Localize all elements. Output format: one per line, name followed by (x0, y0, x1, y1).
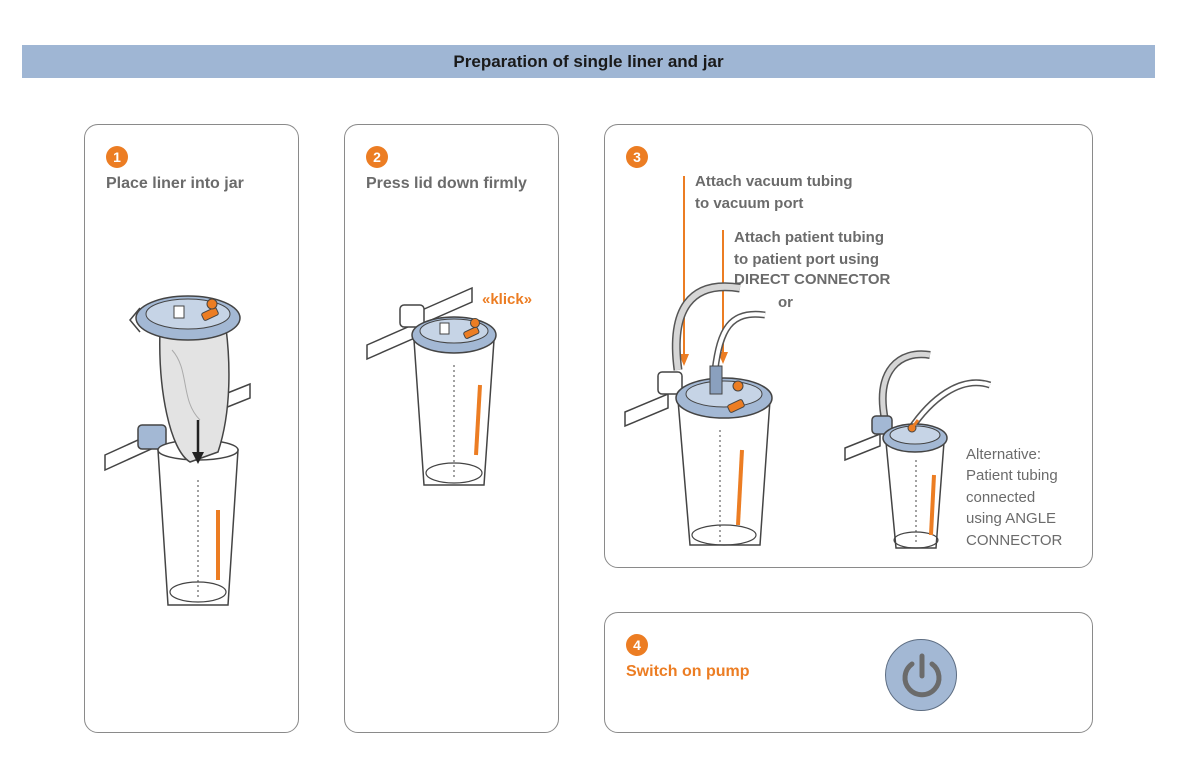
step-3-number: 3 (626, 146, 648, 168)
title-banner: Preparation of single liner and jar (22, 45, 1155, 78)
or-label: or (778, 294, 793, 311)
alternative-line-4: CONNECTOR (966, 532, 1063, 549)
vacuum-note-line-1: Attach vacuum tubing (695, 173, 853, 190)
patient-note-line-2: to patient port using (734, 251, 879, 268)
jar-with-lid-illustration (366, 286, 497, 486)
jar-with-liner-illustration (104, 295, 251, 606)
power-icon (902, 653, 942, 698)
alternative-line-1: Patient tubing (966, 467, 1058, 484)
patient-note-line-1: Attach patient tubing (734, 229, 884, 246)
alternative-heading: Alternative: (966, 446, 1042, 463)
page-title: Preparation of single liner and jar (453, 51, 724, 71)
alternative-line-3: using ANGLE (966, 510, 1057, 527)
direct-connector-illustration (624, 176, 773, 546)
angle-connector-illustration (844, 350, 992, 549)
power-button[interactable] (885, 639, 957, 711)
patient-note-line-3: DIRECT CONNECTOR (734, 271, 891, 288)
klick-callout: «klick» (482, 291, 533, 308)
step-2-number: 2 (366, 146, 388, 168)
step-2-title: Press lid down firmly (366, 175, 527, 192)
step-1-number: 1 (106, 146, 128, 168)
vacuum-note-line-2: to vacuum port (695, 195, 804, 212)
step-4-panel (604, 612, 1093, 733)
step-4-title: Switch on pump (626, 663, 750, 680)
step-1-title: Place liner into jar (106, 175, 244, 192)
step-4-number: 4 (626, 634, 648, 656)
alternative-line-2: connected (966, 489, 1036, 506)
